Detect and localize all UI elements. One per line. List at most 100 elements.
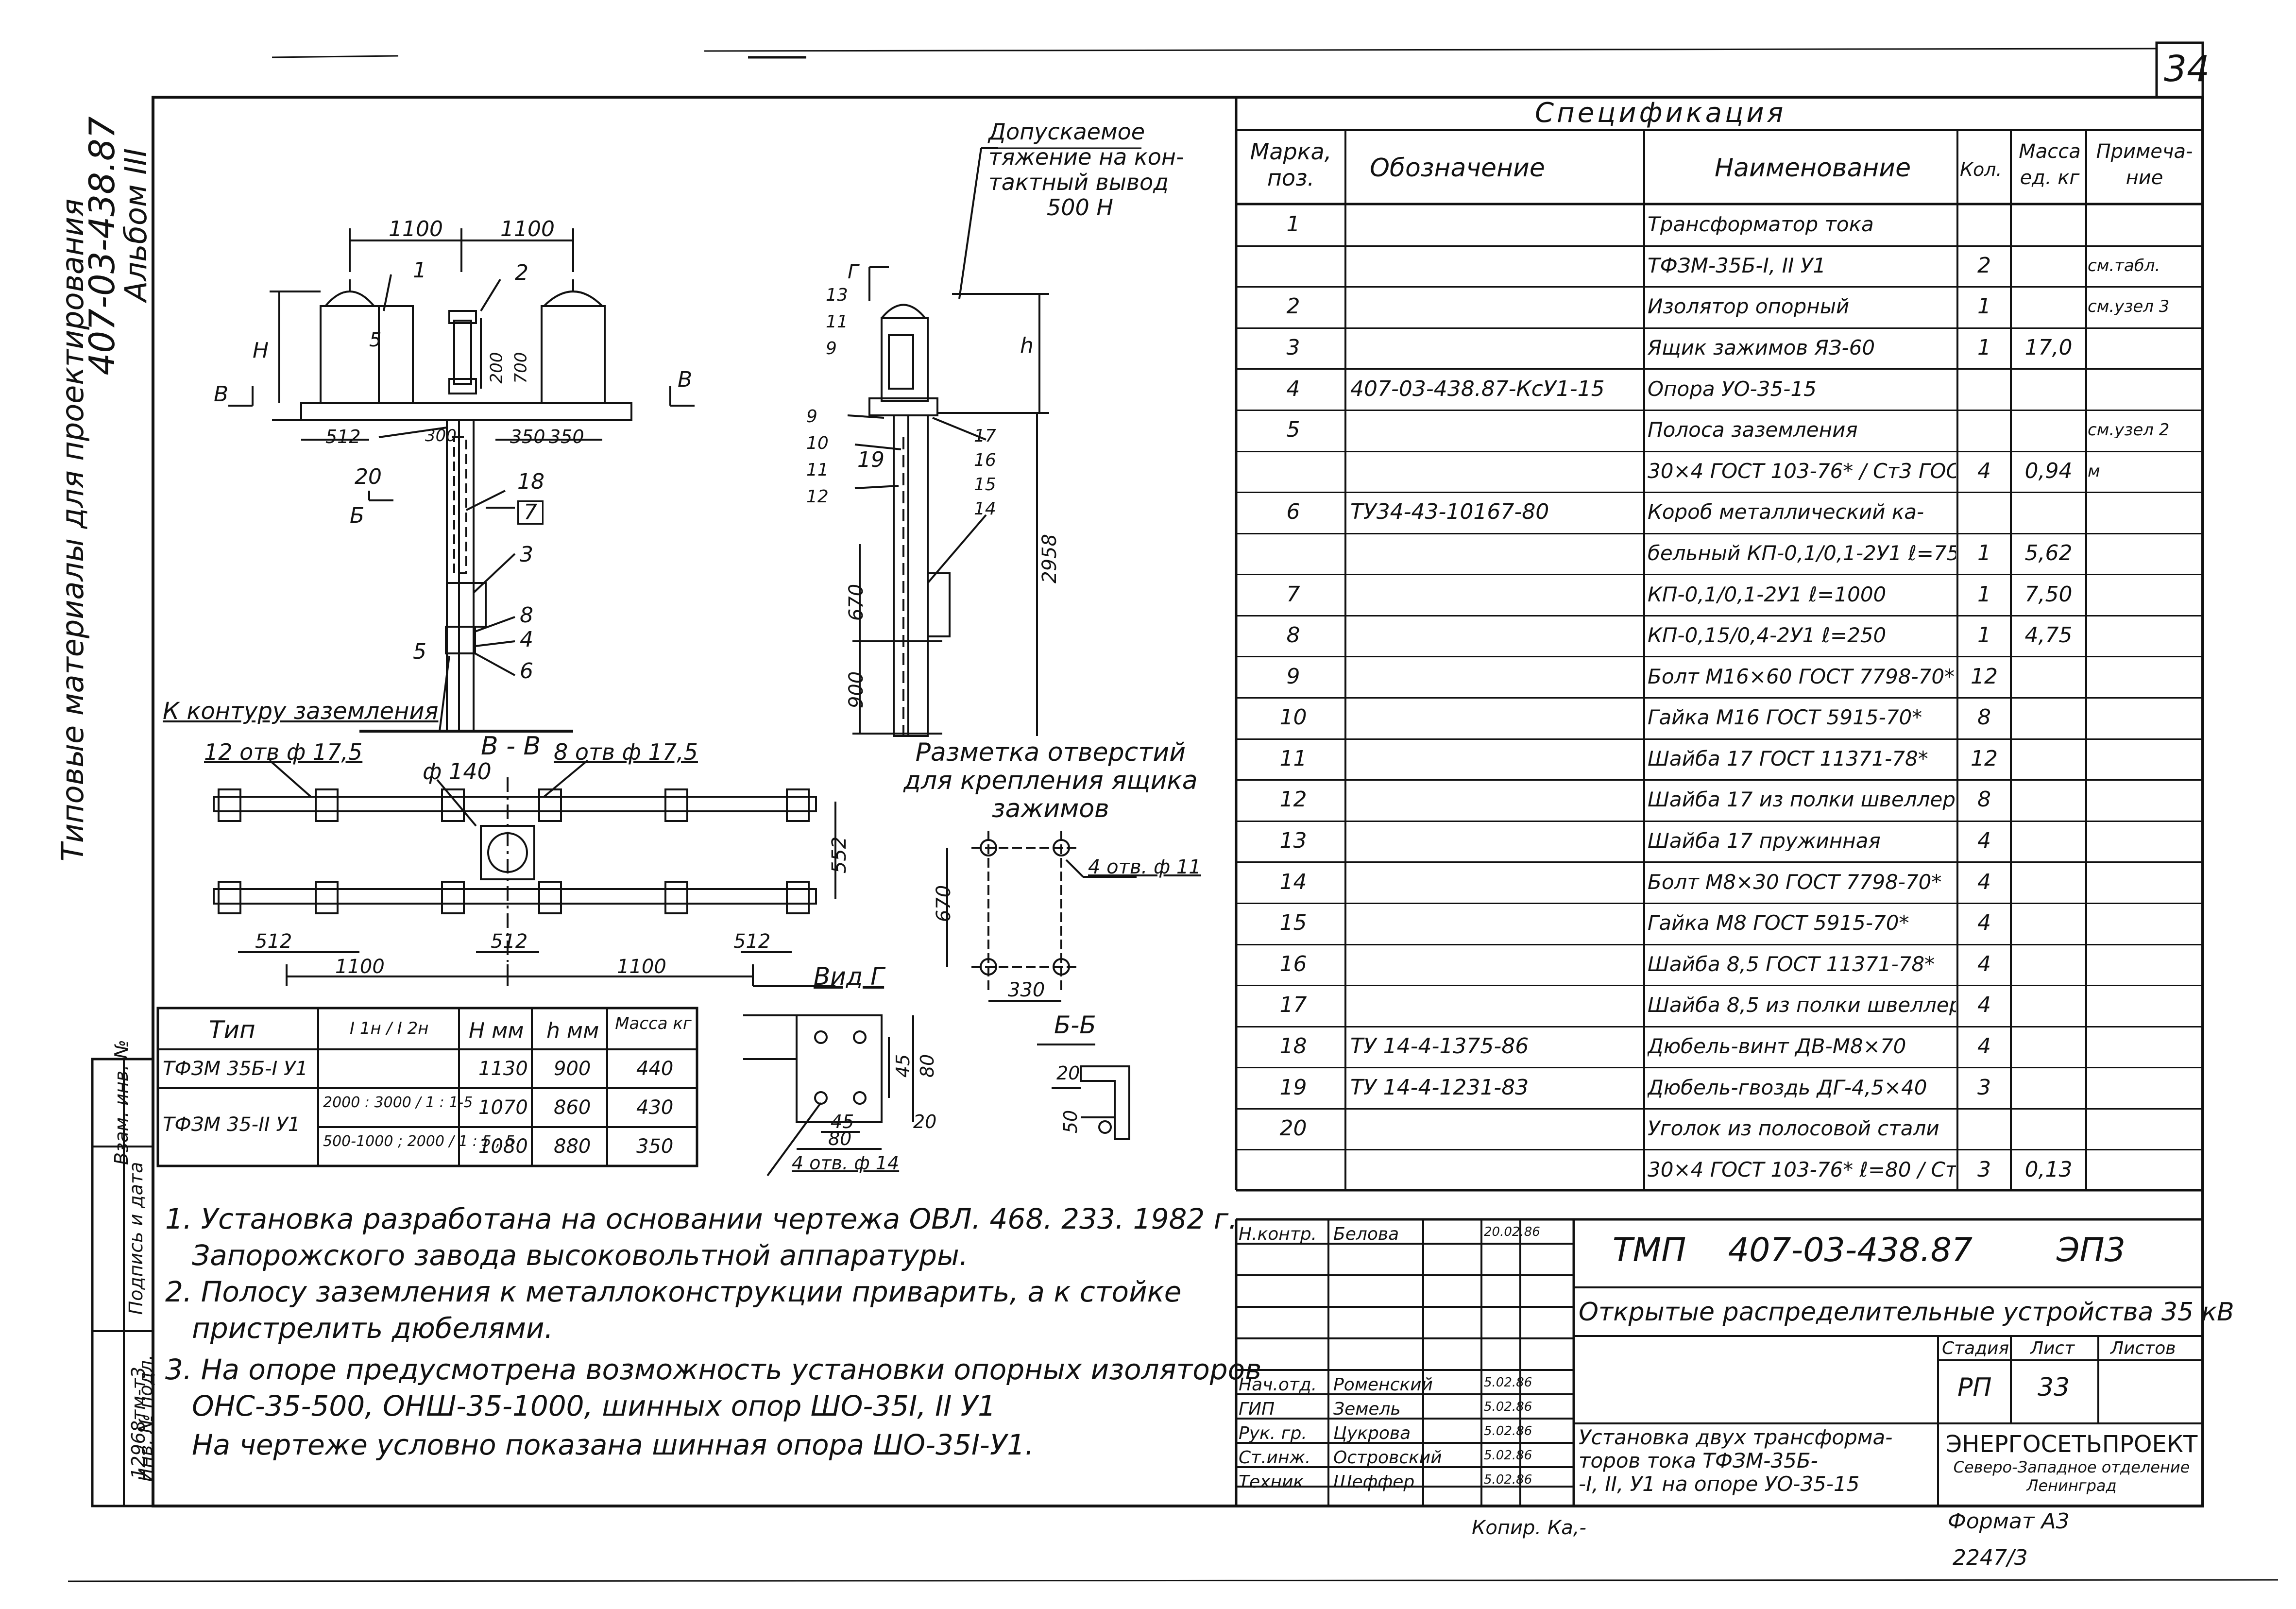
tension-line: Допускаемое	[988, 119, 1145, 145]
dim-512-a: 512	[255, 930, 292, 953]
type-table-header-ratio: I 1н / I 2н	[350, 1019, 429, 1038]
dim-700: 700	[511, 352, 531, 384]
dim-45-v: 45	[892, 1054, 914, 1078]
tension-note: Допускаемое тяжение на кон- тактный выво…	[988, 119, 1184, 220]
note-2b: пристрелить дюбелями.	[192, 1312, 554, 1345]
diameter-140-label: ф 140	[423, 758, 492, 785]
pos-marker-11a: 11	[826, 312, 848, 332]
spec-cell: ТУ34-43-10167-80	[1350, 501, 1549, 523]
spec-cell: 0,13	[2024, 1159, 2073, 1181]
spec-row-divider	[1236, 1108, 2203, 1110]
type-row-2-mass: 430	[636, 1096, 674, 1119]
spec-cell: Полоса заземления	[1648, 420, 1858, 441]
pos-marker-20: 20	[355, 464, 382, 489]
spec-cell: 3	[1977, 1159, 1991, 1181]
spec-cell: 1	[1977, 296, 1991, 318]
spec-row-divider	[1236, 820, 2203, 822]
spec-row-divider	[1236, 409, 2203, 411]
spec-cell: ТУ 14-4-1231-83	[1350, 1077, 1529, 1098]
pos-marker-17: 17	[974, 426, 996, 446]
pos-marker-2: 2	[515, 260, 528, 285]
dim-300: 300	[425, 426, 457, 445]
spec-cell: Шайба 8,5 ГОСТ 11371-78*	[1648, 954, 1935, 975]
spec-row-divider	[1236, 1026, 2203, 1027]
pos-marker-18: 18	[517, 469, 544, 494]
spec-cell: Уголок из полосовой стали	[1648, 1118, 1939, 1139]
spec-cell: 6	[1286, 501, 1300, 523]
spec-row-divider	[1236, 1149, 2203, 1151]
note-1: 1. Установка разработана на основании че…	[165, 1202, 1238, 1235]
spec-cell: 4	[1977, 830, 1991, 852]
tb-person-cell: 20.02.86	[1484, 1225, 1540, 1239]
spec-cell: 13	[1279, 830, 1307, 852]
cut-label-b: Б	[350, 503, 365, 528]
tb-person-cell: 5.02.86	[1484, 1375, 1532, 1390]
dim-1100-left: 1100	[389, 217, 443, 241]
spec-cell: Болт М16×60 ГОСТ 7798-70*	[1648, 666, 1955, 687]
spec-cell: 4	[1977, 953, 1991, 975]
spec-header-designation: Обозначение	[1370, 154, 1545, 183]
format-label: Формат А3	[1948, 1509, 2070, 1534]
dim-512: 512	[325, 426, 361, 447]
spec-cell: 30×4 ГОСТ 103-76* ℓ=80 / Ст3 ГОСТ 535-76	[1648, 1159, 1956, 1180]
dim-330: 330	[1008, 979, 1045, 1001]
tb-person-cell: Белова	[1333, 1224, 1399, 1244]
tb-person-cell: Рук. гр.	[1239, 1423, 1307, 1443]
dim-1100-a: 1100	[335, 956, 385, 978]
tb-title-line: Установка двух трансформа-	[1579, 1425, 1893, 1449]
dim-bb-50: 50	[1060, 1110, 1082, 1134]
spec-cell: 18	[1279, 1035, 1307, 1057]
tb-title-line: торов тока ТФЗМ-35Б-	[1579, 1449, 1818, 1472]
type-row-1-name: ТФЗМ 35Б-I У1	[163, 1058, 308, 1080]
spec-cell: 20	[1279, 1118, 1307, 1140]
view-g-label: Вид Г	[814, 962, 884, 991]
spec-cell: 7	[1286, 583, 1300, 605]
dim-45-h: 45	[831, 1111, 854, 1132]
spec-row-divider	[1236, 286, 2203, 288]
spec-cell: 4,75	[2024, 625, 2073, 647]
spec-cell: 4	[1286, 378, 1300, 400]
marking-line: зажимов	[991, 794, 1109, 823]
spec-cell: Шайба 8,5 из полки швеллера	[1648, 995, 1956, 1016]
dim-1100-b: 1100	[617, 956, 666, 978]
stamp-replace-label: Взам. инв. №	[111, 1040, 132, 1165]
spec-cell: ТУ 14-4-1375-86	[1350, 1035, 1529, 1057]
spec-cell: Шайба 17 ГОСТ 11371-78*	[1648, 748, 1928, 769]
spec-cell: 407-03-438.87-КсУ1-15	[1350, 378, 1605, 400]
cut-label-v-left: В	[214, 382, 229, 407]
side-view	[847, 147, 1141, 737]
type-row-3-H: 1080	[478, 1135, 528, 1158]
spec-cell: 2	[1286, 296, 1300, 318]
spec-cell: 4	[1977, 1035, 1991, 1057]
spec-cell: 8	[1977, 789, 1991, 811]
spec-cell: Изолятор опорный	[1648, 296, 1850, 317]
spec-cell: см.узел 3	[2088, 298, 2170, 315]
hole-marking	[946, 831, 1137, 1002]
section-bb	[1037, 1044, 1130, 1140]
tb-person-cell: Ст.инж.	[1239, 1448, 1311, 1468]
spec-header-note: Примеча- ние	[2096, 140, 2193, 189]
tb-stage-h: Стадия	[1942, 1338, 2009, 1358]
series-album: Альбом III	[118, 148, 153, 302]
pos-marker-7: 7	[517, 500, 544, 525]
view-g	[743, 985, 914, 1177]
tb-org: ЭНЕРГОСЕТЬПРОЕКТ Северо-Западное отделен…	[1943, 1431, 2200, 1495]
spec-title: Спецификация	[1535, 97, 1786, 129]
spec-cell: 4	[1977, 460, 1991, 482]
type-row-1-h: 900	[554, 1058, 591, 1080]
spec-header-qty: Кол.	[1960, 159, 2002, 180]
spec-cell: Гайка М16 ГОСТ 5915-70*	[1648, 707, 1922, 728]
spec-cell: 12	[1971, 666, 1998, 687]
spec-row-divider	[1236, 861, 2203, 863]
spec-cell: 1	[1977, 625, 1991, 647]
spec-cell: КП-0,15/0,4-2У1 ℓ=250	[1648, 625, 1887, 646]
spec-row-divider	[1236, 738, 2203, 740]
tb-person-cell: Цукрова	[1333, 1423, 1411, 1443]
tb-drawing-title: Установка двух трансформа- торов тока ТФ…	[1579, 1426, 1892, 1496]
pos-marker-16: 16	[974, 450, 996, 470]
spec-cell: 19	[1279, 1077, 1307, 1098]
spec-row-divider	[1236, 1067, 2203, 1069]
pos-marker-5: 5	[413, 639, 426, 664]
spec-cell: 1	[1977, 583, 1991, 605]
spec-cell: Шайба 17 пружинная	[1648, 831, 1881, 852]
